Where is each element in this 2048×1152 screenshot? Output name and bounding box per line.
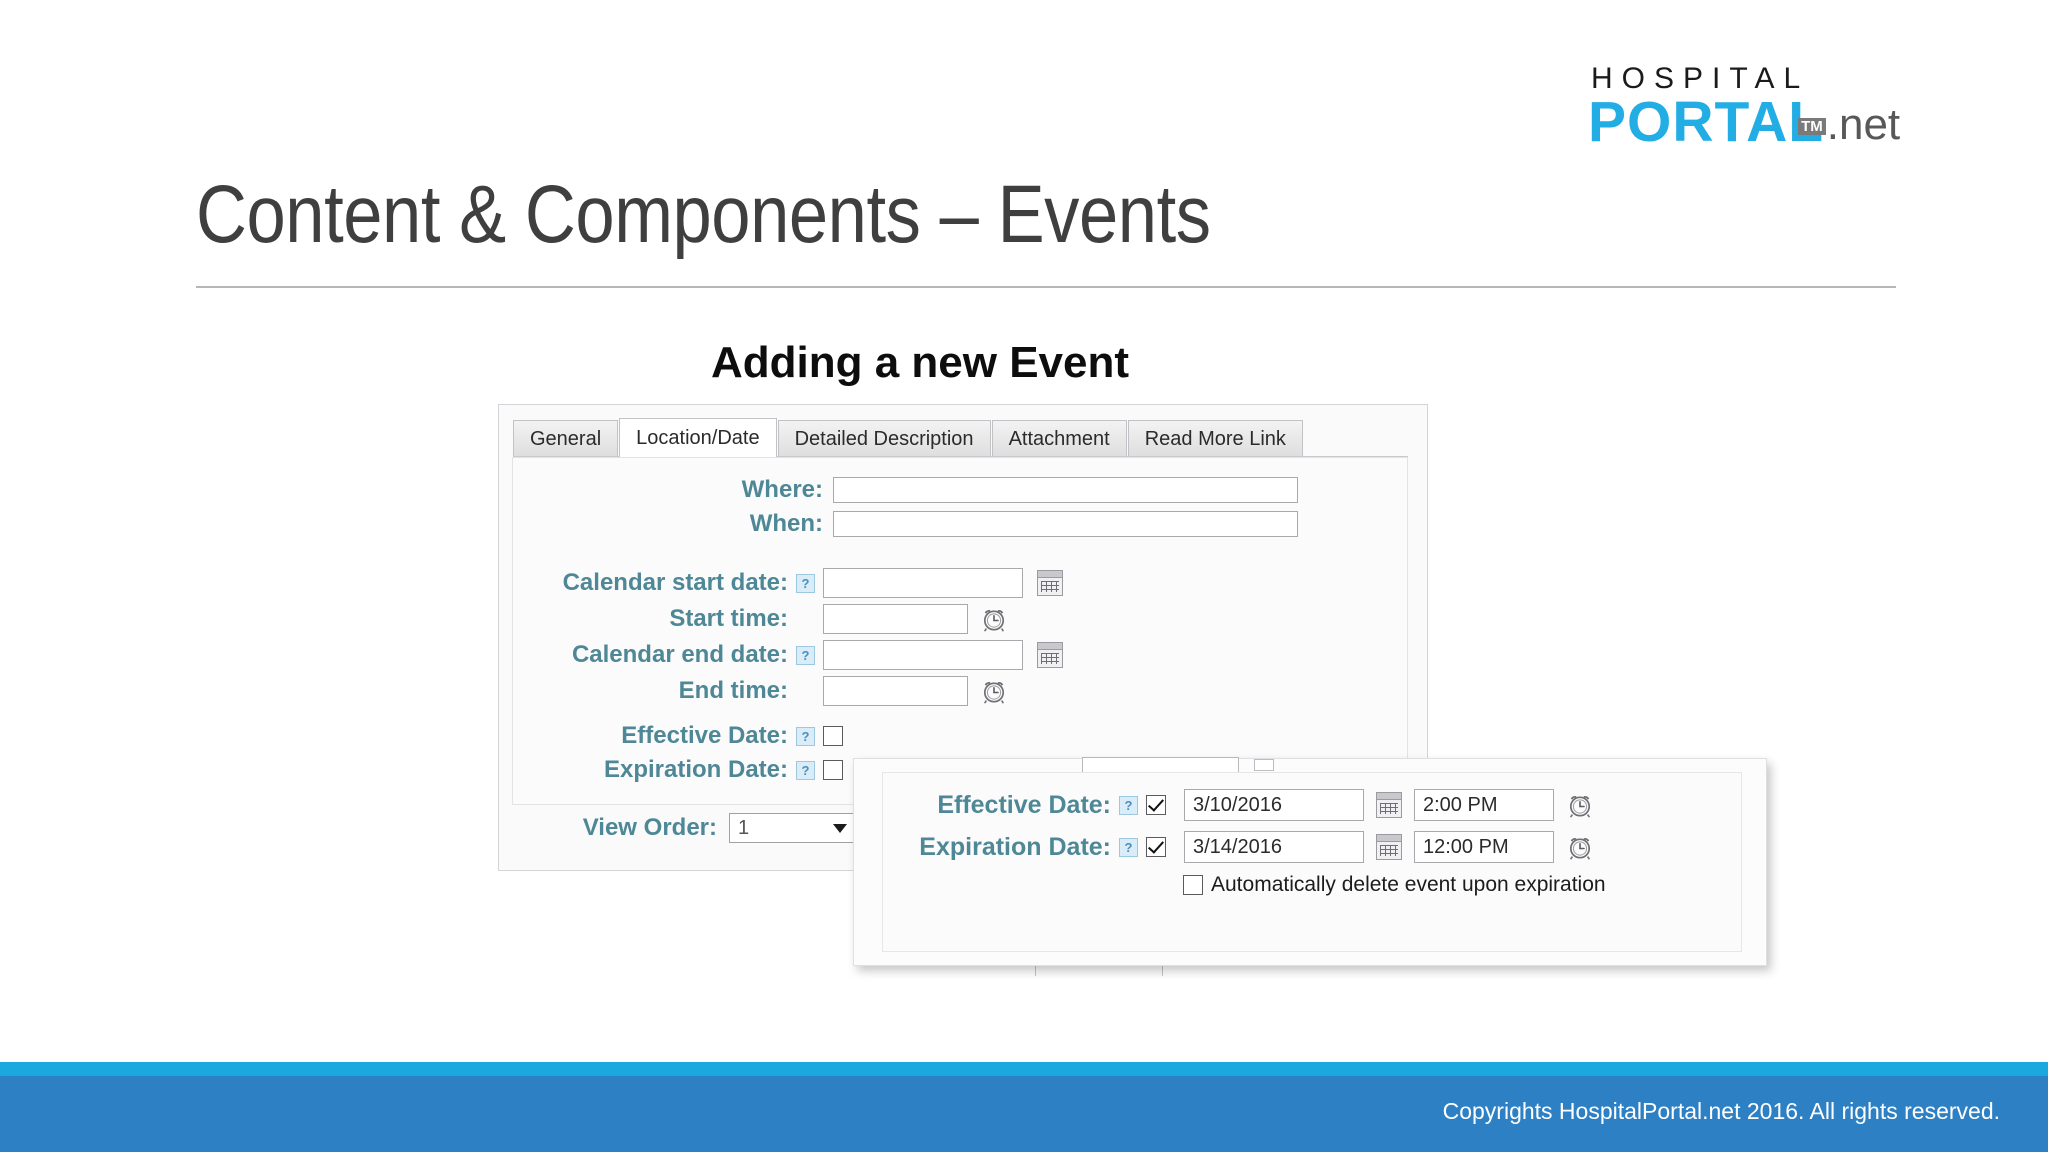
when-input[interactable]: [833, 511, 1298, 537]
footer-band: [0, 1076, 2048, 1152]
field-row-start-time: Start time:: [513, 604, 1407, 634]
page-title: Content & Components – Events: [196, 169, 1211, 260]
view-order-label: View Order:: [582, 814, 717, 841]
tab-read-more-link[interactable]: Read More Link: [1127, 420, 1303, 456]
alarm-clock-icon[interactable]: [980, 605, 1008, 633]
logo-word-hospital: HOSPITAL: [1591, 62, 1810, 95]
location-date-fieldset: Where: When: Calendar start date: ?: [512, 457, 1408, 805]
end-time-label: End time:: [678, 677, 788, 704]
logo-suffix-net: .net: [1826, 100, 1901, 149]
calendar-icon[interactable]: [1376, 834, 1402, 860]
help-icon[interactable]: ?: [796, 645, 815, 665]
overlay-clipped-row: [882, 755, 1742, 773]
hospitalportal-logo: HOSPITAL PORTALTM.net: [1588, 62, 1918, 152]
clipped-icon: [1254, 759, 1274, 771]
overlay-effective-date-checkbox[interactable]: [1146, 795, 1166, 815]
clipped-input: [1082, 757, 1239, 773]
calendar-icon[interactable]: [1376, 792, 1402, 818]
field-row-end-time: End time:: [513, 676, 1407, 706]
expiration-date-checkbox[interactable]: [823, 760, 843, 780]
when-label: When:: [749, 510, 823, 537]
overlay-expiration-date-input[interactable]: 3/14/2016: [1184, 831, 1364, 863]
effective-date-label: Effective Date:: [621, 722, 788, 749]
overlay-expiration-date-label: Expiration Date:: [919, 832, 1111, 861]
where-input[interactable]: [833, 477, 1298, 503]
overlay-expiration-date-checkbox[interactable]: [1146, 837, 1166, 857]
calendar-icon[interactable]: [1037, 642, 1063, 668]
event-form-panel: General Location/Date Detailed Descripti…: [498, 404, 1428, 871]
alarm-clock-icon[interactable]: [980, 677, 1008, 705]
form-fields: Where: When: Calendar start date: ?: [513, 458, 1407, 784]
start-time-label: Start time:: [669, 605, 788, 632]
trademark-badge: TM: [1798, 118, 1826, 135]
auto-delete-checkbox[interactable]: [1183, 875, 1203, 895]
logo-row-portal: PORTALTM.net: [1588, 90, 1918, 154]
overlay-expiration-time-input[interactable]: 12:00 PM: [1414, 831, 1554, 863]
tab-general[interactable]: General: [513, 420, 619, 456]
calendar-end-date-label: Calendar end date:: [571, 641, 788, 668]
overlay-row-effective-date: Effective Date: ? 3/10/2016 2:00 PM: [883, 789, 1741, 821]
field-row-where: Where:: [513, 476, 1407, 504]
help-icon[interactable]: ?: [796, 573, 815, 593]
tab-detailed-description[interactable]: Detailed Description: [777, 420, 991, 456]
calendar-end-date-input[interactable]: [823, 640, 1023, 670]
overlay-effective-time-input[interactable]: 2:00 PM: [1414, 789, 1554, 821]
overlay-effective-date-label: Effective Date:: [937, 790, 1111, 819]
title-divider: [196, 286, 1896, 288]
effective-expiration-overlay-panel: Effective Date: ? 3/10/2016 2:00 PM: [853, 755, 1767, 966]
tab-location-date[interactable]: Location/Date: [619, 418, 777, 457]
expiration-date-label: Expiration Date:: [603, 756, 788, 783]
overlay-effective-date-input[interactable]: 3/10/2016: [1184, 789, 1364, 821]
view-order-select[interactable]: 1: [729, 813, 854, 843]
help-icon[interactable]: ?: [1119, 837, 1138, 857]
start-time-input[interactable]: [823, 604, 968, 634]
overlay-fieldset: Effective Date: ? 3/10/2016 2:00 PM: [882, 772, 1742, 952]
calendar-start-date-input[interactable]: [823, 568, 1023, 598]
chevron-down-icon: [833, 823, 847, 833]
field-row-view-order: View Order: 1: [512, 813, 854, 843]
auto-delete-label: Automatically delete event upon expirati…: [1211, 873, 1606, 896]
footer-accent-strip: [0, 1062, 2048, 1076]
overlay-row-expiration-date: Expiration Date: ? 3/14/2016 12:00 PM: [883, 831, 1741, 863]
field-row-effective-date: Effective Date: ?: [513, 722, 1407, 750]
field-row-calendar-end-date: Calendar end date: ?: [513, 640, 1407, 670]
section-subheading: Adding a new Event: [710, 338, 1130, 387]
logo-word-portal: PORTAL: [1588, 90, 1825, 154]
footer-copyright: Copyrights HospitalPortal.net 2016. All …: [1442, 1098, 2000, 1124]
view-order-value: 1: [738, 816, 750, 839]
help-icon[interactable]: ?: [1119, 795, 1138, 815]
alarm-clock-icon[interactable]: [1566, 833, 1594, 861]
field-row-expiration-date: Expiration Date: ?: [513, 756, 1407, 784]
field-row-when: When:: [513, 510, 1407, 538]
where-label: Where:: [741, 476, 823, 503]
tab-attachment[interactable]: Attachment: [991, 420, 1127, 456]
help-icon[interactable]: ?: [796, 726, 815, 746]
field-row-calendar-start-date: Calendar start date: ?: [513, 568, 1407, 598]
effective-date-checkbox[interactable]: [823, 726, 843, 746]
form-tabstrip: General Location/Date Detailed Descripti…: [513, 417, 1408, 457]
end-time-input[interactable]: [823, 676, 968, 706]
calendar-start-date-label: Calendar start date:: [562, 569, 788, 596]
alarm-clock-icon[interactable]: [1566, 791, 1594, 819]
calendar-icon[interactable]: [1037, 570, 1063, 596]
help-icon[interactable]: ?: [796, 760, 815, 780]
overlay-row-auto-delete: Automatically delete event upon expirati…: [1183, 873, 1741, 897]
